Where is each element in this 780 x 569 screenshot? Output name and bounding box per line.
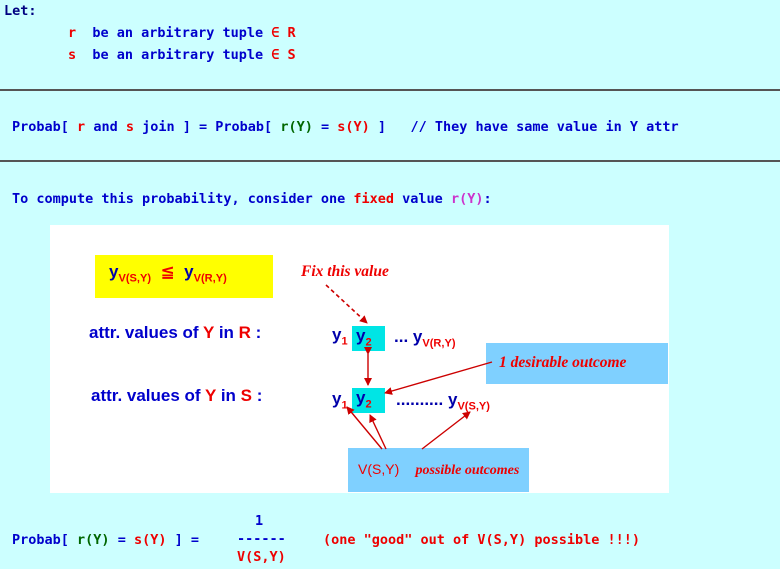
- let-r-text: be an arbitrary tuple: [92, 25, 264, 41]
- s-y2-highlight: y2: [352, 388, 385, 413]
- y: y: [332, 389, 342, 408]
- desirable-label: 1 desirable outcome: [499, 354, 627, 371]
- row-s-in: in: [220, 386, 236, 405]
- condition-box: yV(S,Y) ≦ yV(R,Y): [95, 255, 273, 298]
- cond-y2: y: [184, 262, 194, 281]
- fraction-bar: ------: [237, 531, 286, 547]
- row-r-in: in: [218, 323, 234, 342]
- s-y1: y1: [332, 389, 348, 411]
- dots: ..........: [396, 390, 444, 409]
- eq1-equals: =: [320, 119, 330, 135]
- cond-sub2: V(R,Y): [193, 272, 227, 285]
- sub-1: 1: [341, 399, 348, 412]
- row-s-Y: Y: [205, 386, 217, 405]
- outcome-arrow-yv: [421, 411, 471, 450]
- compute-text: To compute this probability, consider on…: [12, 191, 346, 207]
- compute-rY: r(Y): [450, 191, 484, 207]
- let-s-line: s be an arbitrary tuple ∈ S: [68, 47, 296, 63]
- cond-y: y: [109, 262, 119, 281]
- join-probability-equation: Probab[ r and s join ] = Probab[ r(Y) = …: [12, 119, 679, 135]
- eq2-rY: r(Y): [77, 532, 110, 548]
- row-r-prefix: attr. values of: [89, 323, 199, 342]
- cond-le: ≦: [160, 262, 175, 281]
- var-s: s: [68, 47, 77, 63]
- compute-instruction: To compute this probability, consider on…: [12, 191, 492, 207]
- row-r-Y: Y: [203, 323, 215, 342]
- eq1-r: r: [77, 119, 86, 135]
- fix-value-label: Fix this value: [301, 263, 389, 280]
- eq1-and: and: [93, 119, 118, 135]
- r-y2-highlight: y2: [352, 326, 385, 351]
- compute-value: value: [402, 191, 443, 207]
- row-s-label: attr. values of Y in S :: [91, 386, 262, 406]
- eq1-prefix: Probab[: [12, 119, 69, 135]
- eq2-close: ] =: [174, 532, 200, 548]
- var-r: r: [68, 25, 77, 41]
- y: y: [332, 325, 342, 344]
- sub-2: 2: [365, 398, 372, 411]
- row-s-prefix: attr. values of: [91, 386, 201, 405]
- let-r-line: r be an arbitrary tuple ∈ R: [68, 25, 296, 41]
- s-values-tail: .......... yV(S,Y): [396, 390, 490, 412]
- compute-fixed: fixed: [353, 191, 395, 207]
- desirable-callout: 1 desirable outcome: [486, 343, 668, 384]
- desirable-arrow: [384, 361, 493, 395]
- outcome-arrow-y1: [346, 406, 383, 450]
- row-r-label: attr. values of Y in R :: [89, 323, 261, 343]
- row-s-colon: :: [256, 386, 263, 405]
- diagram-arrows: [325, 284, 493, 450]
- possible-outcomes-label: V(S,Y) possible outcomes: [358, 461, 519, 479]
- poss-prefix: V(S,Y): [358, 461, 400, 477]
- eq1-comment: // They have same value in Y attr: [410, 119, 679, 135]
- result-equation: Probab[ r(Y) = s(Y) ] =: [12, 532, 199, 548]
- eq1-rY: r(Y): [280, 119, 313, 135]
- relation-s: S: [287, 47, 296, 63]
- r-values-tail: ... yV(R,Y): [394, 327, 456, 349]
- relation-r: R: [287, 25, 296, 41]
- outcome-arrow-y2: [369, 414, 387, 450]
- sub-2: 2: [365, 336, 372, 349]
- sub-vr: V(R,Y): [422, 337, 456, 350]
- eq2-sY: s(Y): [133, 532, 167, 548]
- sub-1: 1: [341, 335, 348, 348]
- fraction-numerator: 1: [255, 513, 264, 529]
- eq2-prefix: Probab[: [12, 532, 69, 548]
- y: y: [356, 388, 366, 407]
- y: y: [356, 326, 366, 345]
- y: y: [412, 327, 423, 346]
- y: y: [447, 390, 458, 409]
- compute-colon: :: [483, 191, 492, 207]
- element-of-symbol: ∈: [271, 25, 280, 41]
- dots: ...: [394, 327, 409, 346]
- cond-sub1: V(S,Y): [118, 272, 151, 285]
- condition-formula: yV(S,Y) ≦ yV(R,Y): [109, 262, 227, 284]
- fraction-denominator: V(S,Y): [237, 549, 286, 565]
- row-r-colon: :: [255, 323, 262, 342]
- fix-value-arrow: [325, 284, 368, 324]
- poss-suffix: possible outcomes: [415, 463, 520, 478]
- divider: [0, 89, 780, 91]
- result-note: (one "good" out of V(S,Y) possible !!!): [323, 532, 640, 548]
- let-heading: Let:: [4, 3, 37, 19]
- row-s-rel: S: [240, 386, 252, 405]
- possible-outcomes-callout: V(S,Y) possible outcomes: [348, 448, 529, 492]
- row-r-rel: R: [238, 323, 251, 342]
- r-y1: y1: [332, 325, 348, 347]
- element-of-symbol: ∈: [271, 47, 280, 63]
- diagram-panel: yV(S,Y) ≦ yV(R,Y) Fix this value attr. v…: [50, 225, 669, 493]
- eq1-sY: s(Y): [337, 119, 370, 135]
- divider: [0, 160, 780, 162]
- let-s-text: be an arbitrary tuple: [92, 47, 264, 63]
- eq2-equals: =: [117, 532, 126, 548]
- sub-vs: V(S,Y): [457, 400, 490, 413]
- eq1-close: ]: [377, 119, 387, 135]
- eq1-middle: join ] = Probab[: [142, 119, 273, 135]
- eq1-s: s: [125, 119, 134, 135]
